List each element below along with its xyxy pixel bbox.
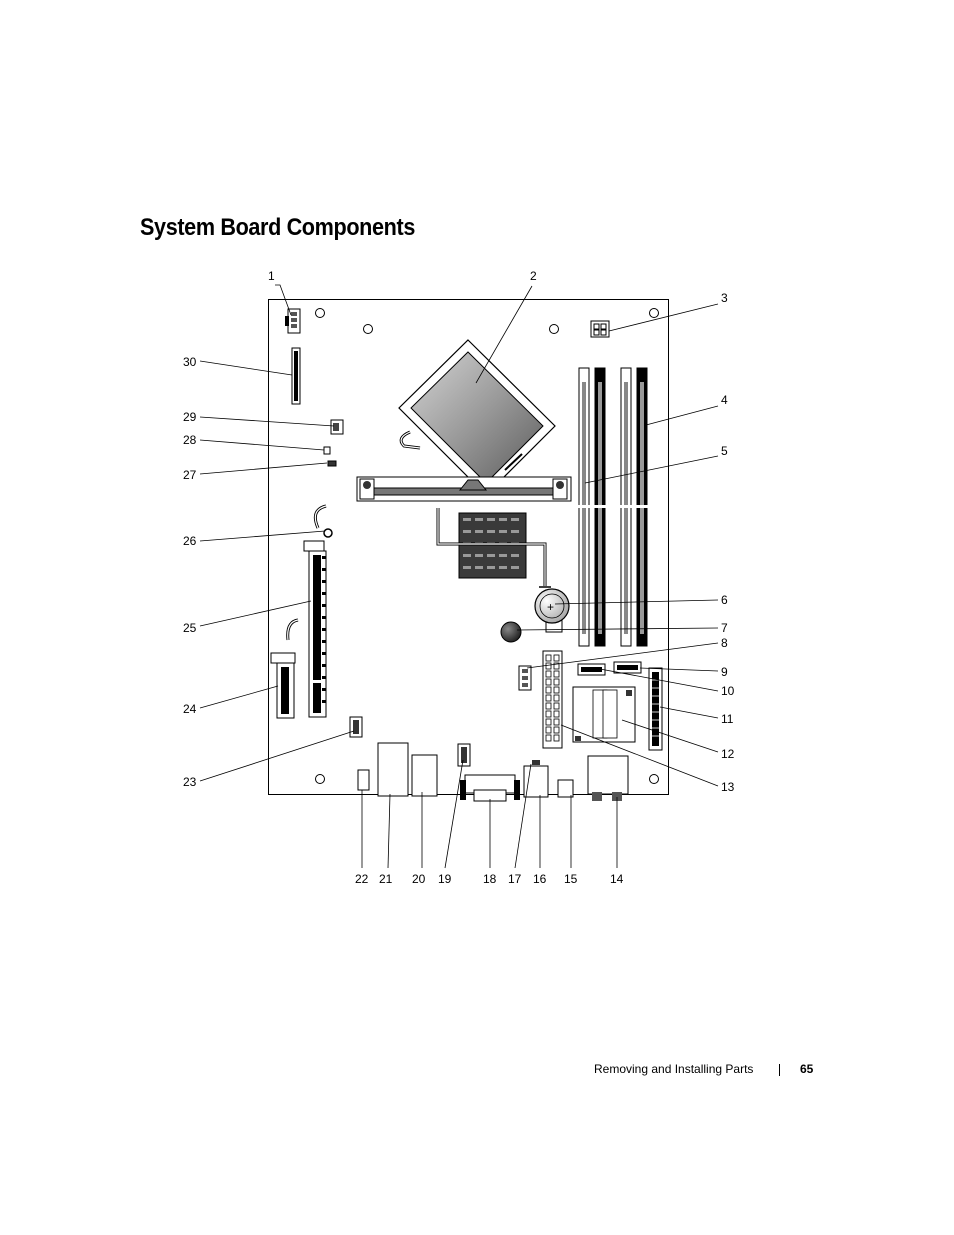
callout-7: 7	[721, 621, 728, 635]
pci-express-x16-slot	[303, 504, 327, 718]
callout-30: 30	[183, 355, 197, 369]
callout-10: 10	[721, 684, 735, 698]
callout-21: 21	[379, 872, 393, 886]
callout-1: 1	[268, 269, 275, 283]
callout-5: 5	[721, 444, 728, 458]
page-number: 65	[800, 1062, 814, 1076]
callout-3: 3	[721, 291, 728, 305]
callout-23: 23	[183, 775, 197, 789]
sata-connectors	[577, 661, 642, 676]
callout-20: 20	[412, 872, 426, 886]
callout-25: 25	[183, 621, 197, 635]
callout-24: 24	[183, 702, 197, 716]
jumper	[323, 446, 331, 455]
callout-4: 4	[721, 393, 728, 407]
callout-14: 14	[610, 872, 624, 886]
svg-text:+: +	[547, 600, 554, 614]
callout-17: 17	[508, 872, 522, 886]
battery-socket: +	[534, 588, 570, 633]
footer-section-title: Removing and Installing Parts	[594, 1062, 754, 1076]
pci-express-x1-slot	[270, 618, 299, 719]
callout-29: 29	[183, 410, 197, 424]
front-panel-connector	[291, 347, 301, 405]
mounting-holes	[315, 308, 659, 784]
leader-lines	[199, 284, 719, 869]
drive-connector	[648, 667, 663, 751]
page-title: System Board Components	[140, 214, 415, 241]
callout-2: 2	[530, 269, 537, 283]
callout-8: 8	[721, 636, 728, 650]
callout-15: 15	[564, 872, 578, 886]
memory-slots	[578, 367, 648, 647]
callout-28: 28	[183, 433, 197, 447]
callout-19: 19	[438, 872, 452, 886]
heatsink-retention-bar	[356, 476, 572, 502]
page-footer: Removing and Installing Parts 65	[0, 1062, 954, 1082]
callout-26: 26	[183, 534, 197, 548]
callout-16: 16	[533, 872, 547, 886]
callout-22: 22	[355, 872, 369, 886]
chipset-heatsink	[436, 508, 551, 588]
speaker	[500, 621, 522, 643]
callout-9: 9	[721, 665, 728, 679]
jumper-small	[327, 460, 337, 467]
callout-6: 6	[721, 593, 728, 607]
footer-separator	[779, 1064, 780, 1076]
internal-usb-header	[349, 716, 363, 738]
callout-27: 27	[183, 468, 197, 482]
io-controller	[572, 686, 636, 743]
callout-18: 18	[483, 872, 497, 886]
main-power-connector	[542, 650, 563, 749]
callout-labels: 1 2 3 4 5 6 7 8 9 10 11 12 13 14 15 16 1…	[183, 269, 735, 886]
standby-led	[323, 528, 333, 538]
callout-12: 12	[721, 747, 735, 761]
small-header	[330, 419, 344, 435]
aux-header	[518, 665, 532, 691]
cpu-power-connector	[590, 320, 610, 338]
callout-11: 11	[721, 712, 734, 726]
callout-13: 13	[721, 780, 735, 794]
